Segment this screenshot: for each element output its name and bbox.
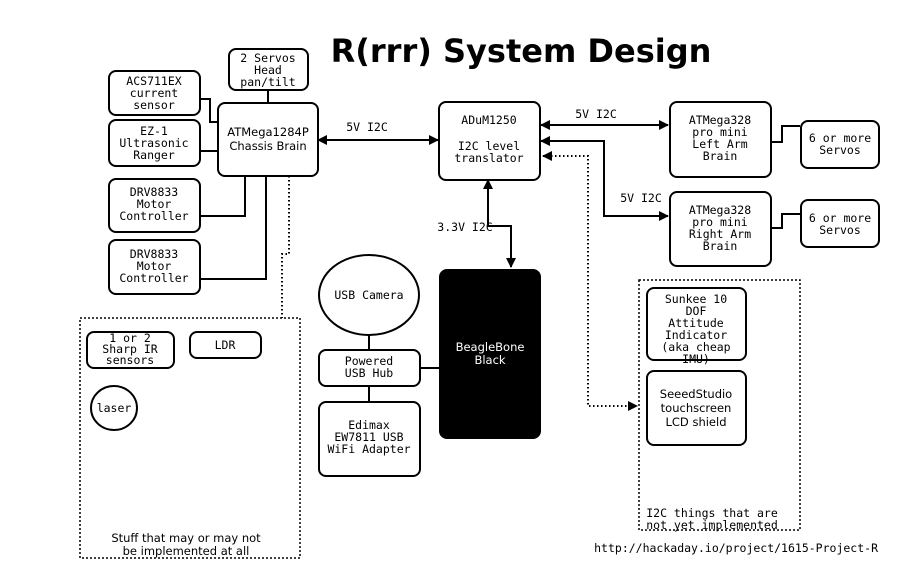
svg-text:Sunkee 10: Sunkee 10 [665,292,727,306]
svg-text:LCD shield: LCD shield [666,415,727,429]
node-right-arm-brain: ATMega328 pro mini Right Arm Brain [669,191,772,267]
node-sharp-ir: 1 or 2 Sharp IR sensors [86,331,175,369]
svg-text:DOF: DOF [686,304,707,318]
svg-text:pro mini: pro mini [692,215,747,229]
svg-text:pro mini: pro mini [692,125,747,139]
node-servos-right: 6 or more Servos [800,199,880,248]
svg-text:pan/tilt: pan/tilt [240,75,295,89]
svg-text:IMU): IMU) [682,352,710,366]
node-servos-left: 6 or more Servos [800,120,880,169]
svg-text:Sharp IR: Sharp IR [102,342,157,356]
svg-text:USB Hub: USB Hub [345,366,394,380]
wire-right-servos [772,213,800,229]
svg-text:Controller: Controller [119,209,188,223]
svg-text:I2C level: I2C level [458,139,520,153]
svg-text:Attitude: Attitude [668,316,723,330]
node-edimax-wifi: Edimax EW7811 USB WiFi Adapter [318,401,421,477]
future-features-region [79,317,301,559]
svg-text:LDR: LDR [215,338,236,352]
svg-text:BeagleBone: BeagleBone [456,340,525,354]
svg-text:(aka cheap: (aka cheap [661,340,730,354]
svg-text:Left Arm: Left Arm [692,137,747,151]
svg-text:WiFi Adapter: WiFi Adapter [327,442,410,456]
node-seeed-touchscreen: SeeedStudio touchscreen LCD shield [646,370,747,446]
future-features-caption: Stuff that may or may not [111,531,261,545]
svg-text:EZ-1: EZ-1 [140,124,168,138]
node-beaglebone-black: BeagleBone Black [439,269,541,439]
wire-acs711-chassis [200,98,218,123]
svg-text:DRV8833: DRV8833 [130,185,179,199]
svg-text:ACS711EX: ACS711EX [126,74,181,88]
svg-text:Indicator: Indicator [665,328,727,342]
svg-text:Motor: Motor [137,197,172,211]
svg-text:Controller: Controller [119,271,188,285]
dotted-chassis-future [281,176,290,318]
svg-text:Motor: Motor [137,259,172,273]
node-drv8833-1: DRV8833 Motor Controller [108,178,201,233]
edge-label-left-i2c: 5V I2C [575,107,617,121]
future-features-caption: be implemented at all [123,544,250,558]
node-atmega1284-chassis: ATMega1284P Chassis Brain [217,102,319,177]
edge-label-right-i2c: 5V I2C [620,191,662,205]
i2c-future-caption: not yet implemented [646,518,778,532]
svg-text:Brain: Brain [703,149,738,163]
svg-text:ADuM1250: ADuM1250 [461,113,516,127]
svg-text:DRV8833: DRV8833 [130,247,179,261]
svg-text:ATMega328: ATMega328 [689,113,751,127]
svg-text:Brain: Brain [703,239,738,253]
svg-text:Head: Head [254,63,282,77]
wire-adum-bbb [483,179,516,268]
svg-text:1 or 2: 1 or 2 [109,331,151,345]
svg-text:Right Arm: Right Arm [689,227,751,241]
node-sunkee-imu: Sunkee 10 DOF Attitude Indicator (aka ch… [646,287,747,366]
node-ldr: LDR [189,331,262,359]
svg-text:ATMega1284P: ATMega1284P [227,125,309,139]
svg-text:Servos: Servos [819,143,861,157]
node-left-arm-brain: ATMega328 pro mini Left Arm Brain [669,101,772,178]
svg-text:ATMega328: ATMega328 [689,203,751,217]
i2c-future-caption: I2C things that are [646,506,778,520]
project-url: http://hackaday.io/project/1615-Project-… [594,541,878,555]
svg-text:touchscreen: touchscreen [661,401,732,415]
wire-drv2-chassis [200,176,267,280]
svg-text:current: current [130,86,178,100]
node-usb-hub: Powered USB Hub [318,349,421,387]
svg-text:Powered: Powered [345,354,393,368]
node-servos-head: 2 Servos Head pan/tilt [228,48,309,91]
i2c-future-region [638,279,801,531]
svg-text:Ultrasonic: Ultrasonic [119,136,188,150]
wire-left-servos [772,125,800,143]
svg-text:6 or more: 6 or more [809,131,871,145]
svg-text:Black: Black [474,353,505,367]
svg-text:translator: translator [454,151,523,165]
svg-text:sensor: sensor [133,98,175,112]
svg-text:laser: laser [97,401,132,415]
diagram-title: R(rrr) System Design [331,32,712,70]
svg-text:Edimax: Edimax [348,418,390,432]
wire-drv1-chassis [200,176,246,217]
svg-text:EW7811 USB: EW7811 USB [334,430,403,444]
node-laser: laser [90,385,138,431]
svg-text:SeeedStudio: SeeedStudio [660,387,732,401]
svg-text:6 or more: 6 or more [809,211,871,225]
svg-text:sensors: sensors [106,353,154,367]
node-ez1-ranger: EZ-1 Ultrasonic Ranger [108,119,201,167]
svg-text:Ranger: Ranger [133,148,175,162]
svg-text:2 Servos: 2 Servos [240,51,295,65]
svg-text:Chassis Brain: Chassis Brain [229,139,306,153]
node-drv8833-2: DRV8833 Motor Controller [108,239,201,295]
svg-text:Servos: Servos [819,223,861,237]
edge-label-bbb-i2c: 3.3V I2C [437,220,492,234]
node-adum1250: ADuM1250 I2C level translator [438,101,541,181]
node-usb-camera: USB Camera [318,254,420,336]
node-acs711: ACS711EX current sensor [108,70,201,116]
edge-label-chassis-i2c: 5V I2C [346,120,388,134]
svg-text:USB Camera: USB Camera [334,288,403,302]
